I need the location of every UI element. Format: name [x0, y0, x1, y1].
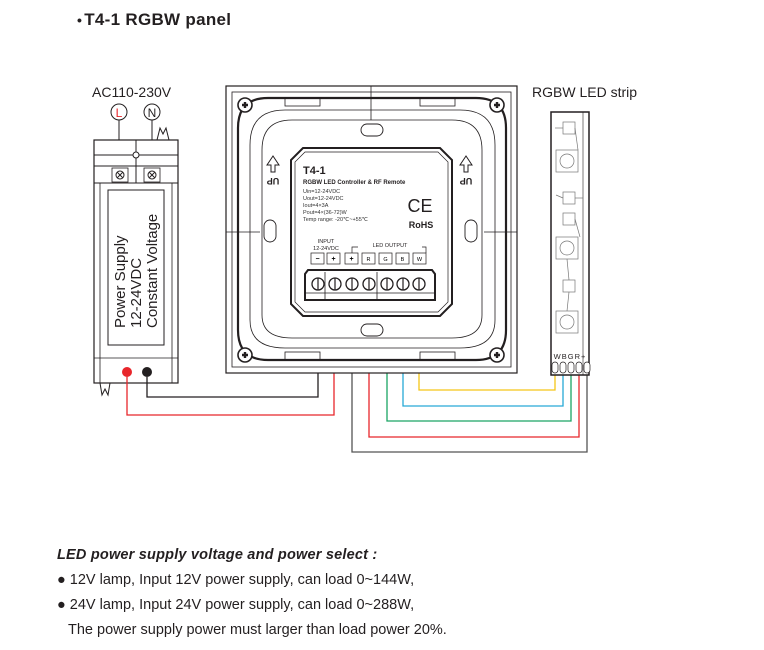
controller-model: T4-1: [303, 165, 326, 177]
power-supply-label-line2: 12-24VDC: [128, 258, 145, 328]
terminal-screws: [311, 277, 426, 291]
strip-pin-g: [567, 361, 575, 374]
notes-item-12v: ● 12V lamp, Input 12V power supply, can …: [57, 572, 415, 588]
strip-pin-w: [551, 361, 559, 374]
wiring-diagram: AC110-230V L N: [92, 84, 637, 453]
title-text: T4-1 RGBW panel: [84, 10, 232, 29]
title-bullet: •: [77, 12, 83, 28]
spec-line: Pout=4×(36-72)W: [303, 210, 348, 216]
strip-pin-labels: WBGR+: [554, 352, 587, 361]
screw-icon: [237, 97, 253, 113]
screw-terminal-icon: [115, 170, 125, 180]
up-label-left: UP: [267, 176, 280, 186]
terminal-label: −: [315, 256, 319, 263]
input-voltage-label: 12-24VDC: [313, 246, 339, 252]
live-terminal-icon: L: [110, 103, 128, 121]
neutral-terminal-label: N: [148, 106, 157, 120]
spec-line: Iout=4×3A: [303, 203, 329, 209]
up-arrow-icon: UP: [266, 155, 280, 186]
up-label-right: UP: [460, 176, 473, 186]
terminal-label: W: [417, 257, 423, 263]
screw-icon: [489, 97, 505, 113]
controller-subtitle: RGBW LED Controller & RF Remote: [303, 180, 406, 186]
screw-terminal-icon: [396, 277, 410, 291]
power-notes: LED power supply voltage and power selec…: [57, 543, 447, 643]
positive-output-terminal: [122, 367, 132, 377]
page-title: •T4-1 RGBW panel: [77, 10, 231, 30]
strip-pin-b: [559, 361, 567, 374]
screw-terminal-icon: [345, 277, 359, 291]
screw-icon: [237, 347, 253, 363]
up-arrow-icon: UP: [459, 155, 473, 186]
controller-module: T4-1 RGBW LED Controller & RF Remote Uin…: [290, 147, 453, 317]
led-strip: WBGR+: [550, 111, 591, 376]
screw-icon: [489, 347, 505, 363]
screw-terminal-icon: [311, 277, 325, 291]
screw-terminal-icon: [380, 277, 394, 291]
terminal-label: +: [331, 256, 335, 263]
screw-terminal-icon: [328, 277, 342, 291]
wire-gray-common: [351, 300, 588, 453]
rohs-mark: RoHS: [409, 220, 434, 230]
power-supply-label-line1: Power Supply: [112, 235, 129, 328]
power-supply-label-line3: Constant Voltage: [144, 214, 161, 328]
live-terminal-label: L: [116, 106, 123, 120]
led-output-label: LED OUTPUT: [373, 243, 408, 249]
terminal-label: G: [383, 257, 387, 263]
negative-output-terminal: [142, 367, 152, 377]
notes-footer: The power supply power must larger than …: [68, 622, 447, 638]
spec-line: Temp range: -20℃~+55℃: [303, 217, 369, 223]
spec-line: Uin=12-24VDC: [303, 189, 340, 195]
notes-heading: LED power supply voltage and power selec…: [57, 547, 378, 563]
strip-pin-plus: [583, 361, 591, 374]
screw-terminal-icon: [412, 277, 426, 291]
terminal-label-boxes: − + + R G B W: [310, 252, 427, 265]
ce-mark-icon: CE: [407, 196, 432, 216]
screw-terminal-icon: [147, 170, 157, 180]
terminal-label: +: [349, 256, 353, 263]
power-supply: Power Supply 12-24VDC Constant Voltage: [93, 126, 179, 397]
led-strip-label: RGBW LED strip: [532, 84, 637, 100]
screw-terminal-icon: [362, 277, 376, 291]
neutral-terminal-icon: N: [143, 103, 161, 121]
strip-pin-r: [575, 361, 583, 374]
terminal-label: R: [367, 257, 371, 263]
spec-line: Uout=12-24VDC: [303, 196, 344, 202]
input-label: INPUT: [318, 239, 335, 245]
ac-input-label: AC110-230V: [92, 84, 172, 100]
notes-item-24v: ● 24V lamp, Input 24V power supply, can …: [57, 597, 415, 613]
terminal-label: B: [401, 257, 405, 263]
